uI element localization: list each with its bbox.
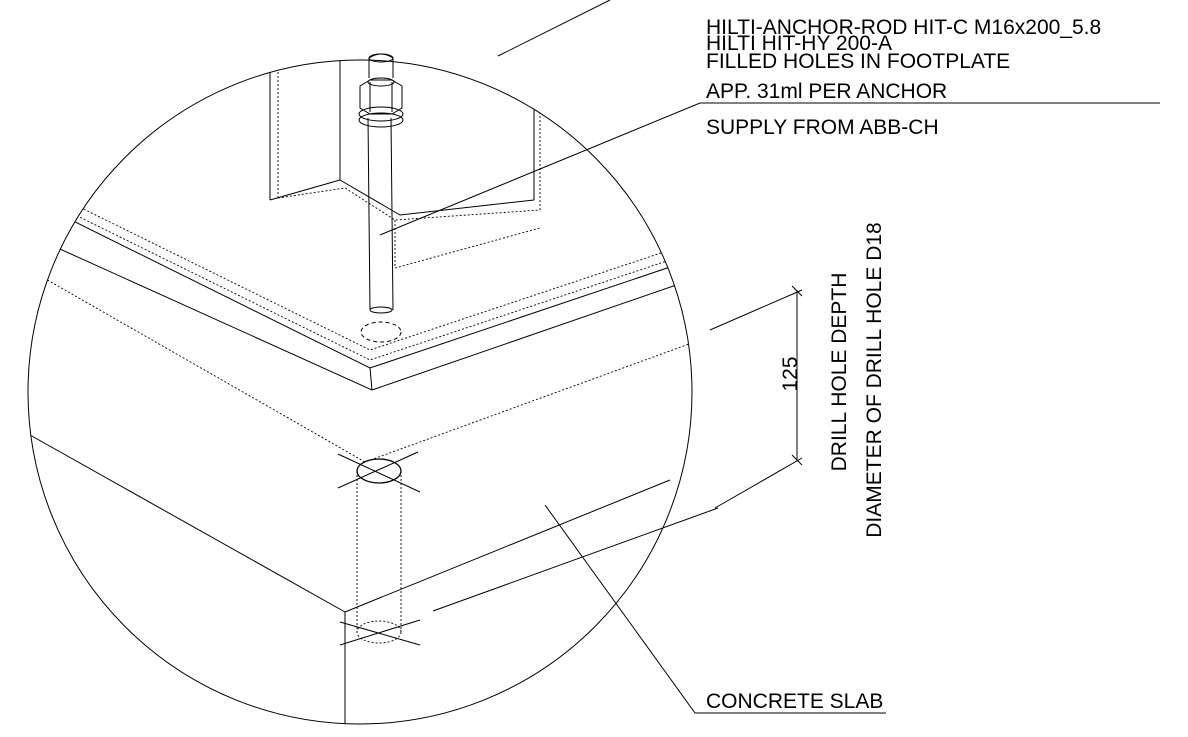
drill-depth-dimension [709,285,803,509]
label-drill-diameter: DIAMETER OF DRILL HOLE D18 [863,222,886,537]
slab-edge-right [344,479,671,613]
label-filled-holes: FILLED HOLES IN FOOTPLATE [706,50,1010,73]
footplate-corner [369,367,373,391]
label-volume: APP. 31ml PER ANCHOR [706,80,947,103]
anchor-rod [358,53,404,314]
slab-edge-left [29,434,346,613]
footplate-edge-upper [54,194,686,351]
label-dimension-value: 125 [779,356,802,391]
slab-top-hidden-edge [29,269,692,463]
footplate-hole [360,321,402,343]
footplate-edge-mid [54,204,686,361]
label-supply: SUPPLY FROM ABB-CH [706,116,939,139]
leader-concrete [544,504,886,714]
drill-hole [337,451,421,646]
leader-top [497,0,611,57]
leader-volume [432,507,719,612]
detail-circle [27,59,693,725]
label-anchor-rod: HILTI-ANCHOR-ROD HIT-C M16x200_5.8 [706,16,1101,39]
label-concrete-slab: CONCRETE SLAB [706,690,883,713]
label-adhesive: HILTI HIT-HY 200-A [706,32,892,55]
label-drill-depth: DRILL HOLE DEPTH [828,273,851,472]
column-hidden-edge [277,187,541,221]
column-hidden-edge-lower [394,220,541,269]
leader-anchor-rod [379,102,1160,236]
footplate-front-bottom [39,239,686,391]
column-flange-diagonal [339,179,535,216]
column-flange-left-lower [269,179,341,201]
